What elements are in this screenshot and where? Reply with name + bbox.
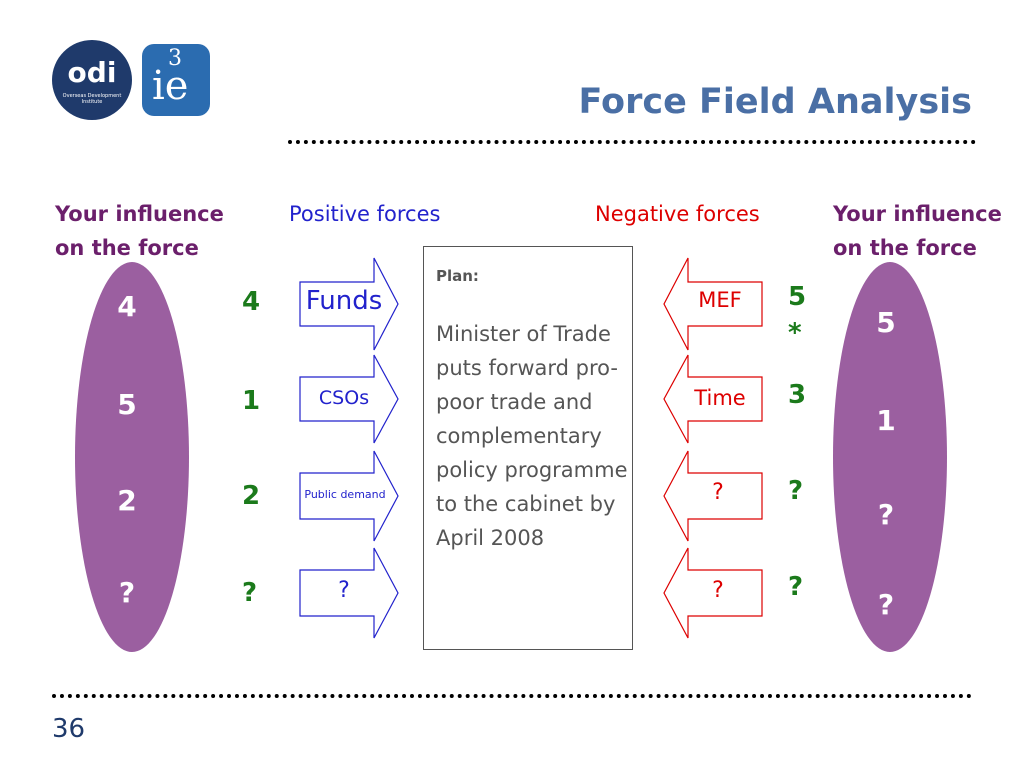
- odi-logo: odi Overseas Development Institute: [52, 40, 132, 120]
- negative-force-score: ?: [788, 572, 804, 602]
- right-influence-value: ?: [877, 498, 895, 531]
- odi-logo-text: odi: [67, 56, 117, 89]
- positive-forces-header: Positive forces: [289, 202, 441, 226]
- title-divider: [288, 140, 976, 144]
- positive-force-arrow: [299, 450, 399, 542]
- left-influence-header: Your influence on the force: [55, 197, 224, 265]
- negative-force-arrow: [663, 354, 763, 444]
- footer-divider: [52, 694, 972, 698]
- right-influence-header-line2: on the force: [833, 236, 977, 260]
- 3ie-logo-number: 3: [168, 46, 182, 71]
- left-influence-ellipse: [75, 262, 189, 652]
- right-influence-header-line1: Your influence: [833, 202, 1002, 226]
- right-influence-value: 1: [876, 404, 896, 437]
- odi-logo-subtext: Overseas Development Institute: [62, 93, 122, 105]
- negative-force-label: ?: [712, 480, 724, 505]
- slide-title: Force Field Analysis: [578, 82, 972, 122]
- plan-box: Plan: Minister of Trade puts forward pro…: [423, 246, 633, 650]
- positive-force-label: Public demand: [304, 488, 386, 501]
- negative-force-label: ?: [712, 578, 724, 603]
- negative-force-arrow: [663, 547, 763, 639]
- positive-force-score: 4: [242, 287, 261, 317]
- negative-forces-header: Negative forces: [595, 202, 760, 226]
- page-number: 36: [52, 714, 86, 744]
- positive-force-label: ?: [338, 578, 350, 603]
- left-influence-value: 4: [117, 290, 137, 323]
- left-influence-header-line2: on the force: [55, 236, 199, 260]
- 3ie-logo: 3 ie: [142, 44, 210, 116]
- positive-force-arrow: [299, 257, 399, 351]
- left-influence-value: ?: [118, 576, 136, 609]
- right-influence-ellipse: [833, 262, 947, 652]
- plan-label: Plan:: [436, 267, 479, 285]
- right-influence-value: ?: [877, 588, 895, 621]
- negative-force-label: Time: [694, 386, 746, 410]
- negative-force-arrow: [663, 257, 763, 351]
- positive-force-score: 1: [242, 386, 261, 416]
- positive-force-label: Funds: [305, 286, 383, 316]
- positive-force-label: CSOs: [318, 387, 370, 409]
- negative-force-score: 3: [788, 380, 807, 410]
- left-influence-header-line1: Your influence: [55, 202, 224, 226]
- right-influence-header: Your influence on the force: [833, 197, 1002, 265]
- plan-text: Minister of Trade puts forward pro-poor …: [436, 322, 628, 550]
- right-influence-value: 5: [876, 306, 896, 339]
- left-influence-value: 5: [117, 388, 137, 421]
- negative-force-score-asterisk: *: [788, 318, 802, 348]
- negative-force-score: ?: [788, 476, 804, 506]
- left-influence-value: 2: [117, 484, 137, 517]
- negative-force-score: 5: [788, 282, 807, 312]
- positive-force-score: 2: [242, 481, 261, 511]
- 3ie-logo-text: ie: [152, 63, 189, 109]
- negative-force-label: MEF: [698, 288, 742, 312]
- negative-force-arrow: [663, 450, 763, 542]
- positive-force-arrow: [299, 547, 399, 639]
- positive-force-score: ?: [242, 578, 258, 608]
- positive-force-arrow: [299, 354, 399, 444]
